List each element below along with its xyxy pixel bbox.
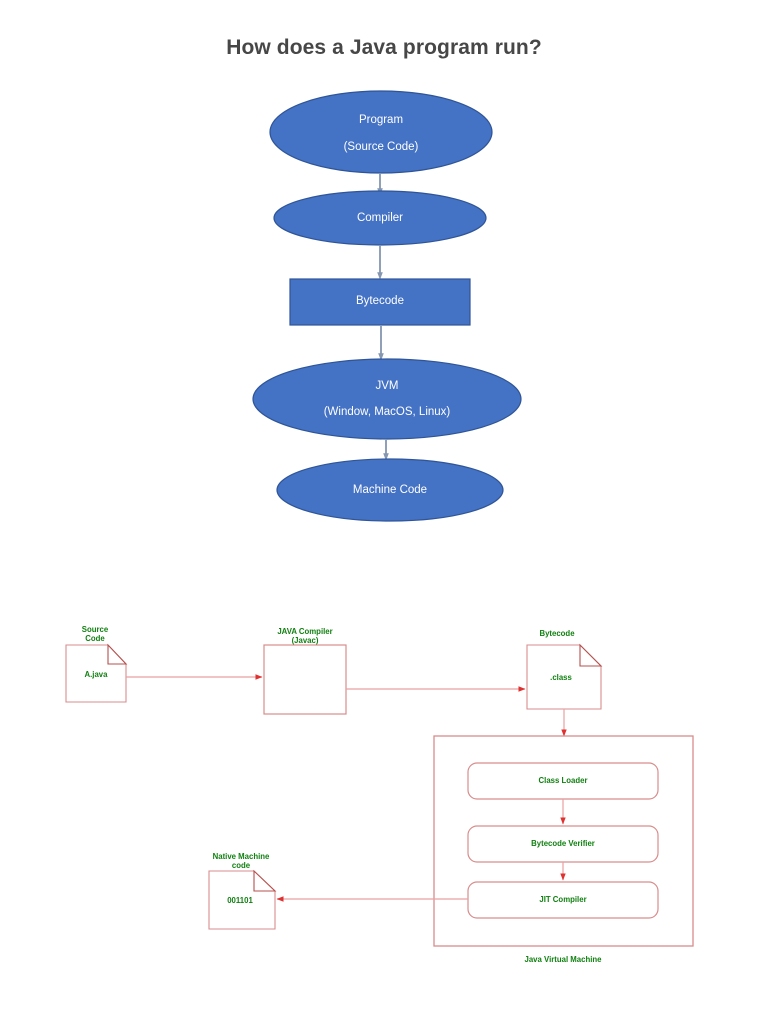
bytecode-label: Bytecode (356, 295, 404, 307)
jit-compiler-label: JIT Compiler (539, 895, 586, 904)
jvm-container-rect (433, 735, 694, 947)
source-code-doc-fold (107, 643, 128, 665)
compiler-label: Compiler (357, 212, 403, 224)
jvm-container: Class Loader Bytecode Verifier JIT Compi… (433, 735, 694, 964)
java-compiler-caption-line1: JAVA Compiler (277, 627, 332, 636)
source-code-body-label: A.java (85, 670, 109, 679)
source-code-caption-line2: Code (85, 634, 105, 643)
native-machine-code-body-label: 001101 (227, 896, 253, 905)
bytecode-verifier-label: Bytecode Verifier (531, 839, 595, 848)
stage-class-loader: Class Loader (467, 762, 659, 800)
program-label-line1: Program (359, 114, 403, 126)
page-title: How does a Java program run? (226, 36, 542, 59)
node-source-code: Source Code A.java (65, 625, 128, 703)
java-compiler-rect (263, 644, 347, 715)
bytecode-file-caption: Bytecode (539, 629, 575, 638)
program-ellipse (269, 90, 493, 174)
machine-code-label: Machine Code (353, 484, 427, 496)
bytecode-file-doc-fold (579, 643, 603, 667)
stage-jit-compiler: JIT Compiler (467, 881, 659, 919)
node-machine-code: Machine Code (276, 458, 504, 522)
native-machine-code-doc-fold (253, 869, 277, 892)
jvm-container-caption: Java Virtual Machine (525, 955, 603, 964)
class-loader-label: Class Loader (539, 776, 588, 785)
node-program: Program (Source Code) (269, 90, 493, 174)
node-java-compiler: JAVA Compiler (Javac) (263, 627, 347, 715)
jvm-label-line2: (Window, MacOS, Linux) (324, 406, 451, 418)
node-jvm: JVM (Window, MacOS, Linux) (252, 358, 522, 440)
node-compiler: Compiler (273, 190, 487, 246)
stage-bytecode-verifier: Bytecode Verifier (467, 825, 659, 863)
program-label-line2: (Source Code) (344, 141, 419, 153)
bytecode-file-body-label: .class (550, 673, 572, 682)
machine-code-ellipse (276, 458, 504, 522)
native-machine-code-caption-line1: Native Machine (213, 852, 270, 861)
jit-compiler-rect (467, 881, 659, 919)
jvm-ellipse (252, 358, 522, 440)
source-code-caption-line1: Source (82, 625, 109, 634)
bytecode-rect (289, 278, 471, 326)
java-compiler-caption-line2: (Javac) (292, 636, 319, 645)
node-bytecode-file: Bytecode .class (526, 629, 603, 710)
node-bytecode: Bytecode (289, 278, 471, 326)
native-machine-code-caption-line2: code (232, 861, 251, 870)
jvm-label-line1: JVM (376, 380, 399, 392)
compiler-ellipse (273, 190, 487, 246)
node-native-machine-code: Native Machine code 001101 (208, 852, 277, 930)
